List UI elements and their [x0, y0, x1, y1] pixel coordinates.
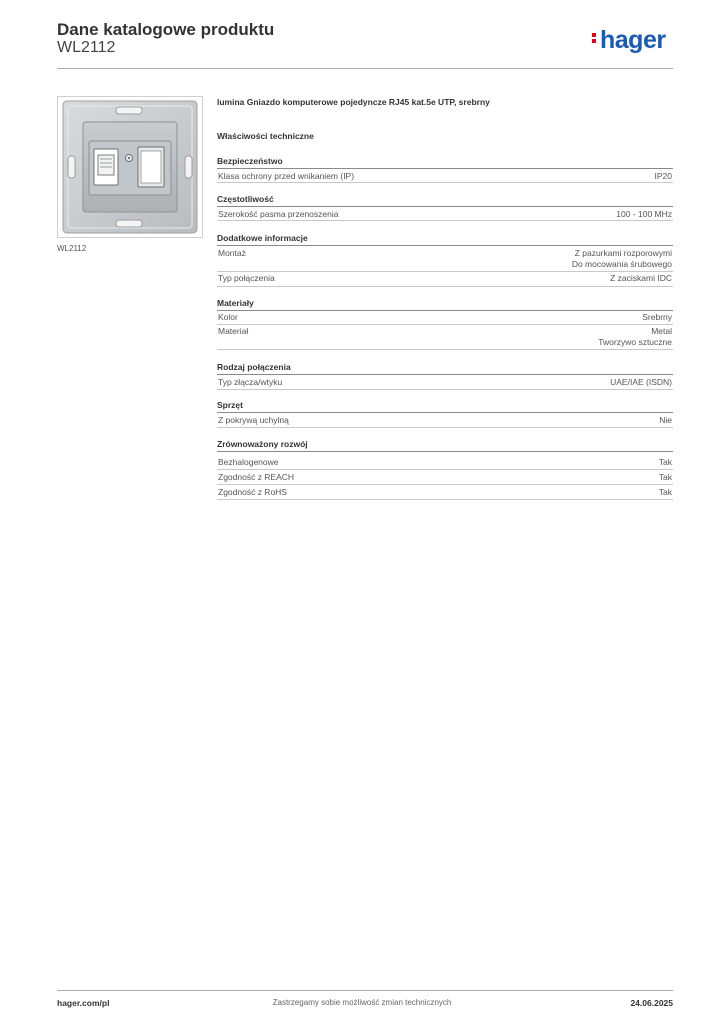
spec-value: 100 - 100 MHz	[616, 209, 672, 219]
spec-row: Szerokość pasma przenoszenia 100 - 100 M…	[217, 208, 673, 221]
spec-value-line: Metal	[651, 326, 672, 336]
group-header: Zrównoważony rozwój	[217, 438, 673, 452]
image-caption: WL2112	[57, 244, 87, 253]
section-title: Właściwości techniczne	[217, 131, 314, 141]
logo-dots-icon	[592, 31, 598, 45]
group-header: Rodzaj połączenia	[217, 361, 673, 375]
spec-value: Nie	[659, 415, 672, 425]
socket-illustration-icon	[62, 100, 198, 234]
spec-value: Metal Tworzywo sztuczne	[598, 326, 672, 348]
spec-row: Kolor Srebrny	[217, 311, 673, 325]
spec-label: Zgodność z REACH	[218, 472, 295, 482]
spec-row: Bezhalogenowe Tak	[217, 456, 673, 470]
spec-label: Z pokrywą uchylną	[218, 415, 289, 425]
spec-row: Z pokrywą uchylną Nie	[217, 414, 673, 428]
group-header: Sprzęt	[217, 399, 673, 413]
group-header: Materiały	[217, 297, 673, 311]
spec-row: Zgodność z REACH Tak	[217, 471, 673, 485]
spec-row: Zgodność z RoHS Tak	[217, 486, 673, 500]
spec-row: Klasa ochrony przed wnikaniem (IP) IP20	[217, 170, 673, 183]
spec-row: Typ złącza/wtyku UAE/IAE (ISDN)	[217, 376, 673, 390]
spec-label: Typ połączenia	[218, 273, 275, 283]
group-header: Bezpieczeństwo	[217, 155, 673, 169]
brand-logo: hager	[592, 25, 674, 55]
footer-date: 24.06.2025	[630, 998, 673, 1008]
spec-value-line: Tworzywo sztuczne	[598, 337, 672, 347]
spec-value: Tak	[658, 487, 672, 497]
header-divider	[57, 68, 673, 69]
product-code: WL2112	[57, 39, 116, 56]
spec-label: Zgodność z RoHS	[218, 487, 287, 497]
spec-row: Montaż Z pazurkami rozporowymi Do mocowa…	[217, 247, 673, 272]
spec-label: Montaż	[218, 248, 246, 258]
footer-disclaimer: Zastrzegamy sobie możliwość zmian techni…	[272, 998, 452, 1007]
spec-value-line: Do mocowania śrubowego	[571, 259, 672, 269]
spec-label: Materiał	[218, 326, 249, 336]
group-header: Częstotliwość	[217, 193, 673, 207]
spec-label: Bezhalogenowe	[218, 457, 279, 467]
spec-value: Tak	[658, 472, 672, 482]
spec-row: Materiał Metal Tworzywo sztuczne	[217, 325, 673, 350]
product-image	[57, 96, 203, 238]
spec-label: Typ złącza/wtyku	[218, 377, 283, 387]
page-title: Dane katalogowe produktu	[57, 20, 275, 39]
spec-value: UAE/IAE (ISDN)	[610, 377, 672, 387]
spec-value: Srebrny	[642, 312, 672, 322]
spec-label: Klasa ochrony przed wnikaniem (IP)	[218, 171, 355, 181]
product-title: lumina Gniazdo komputerowe pojedyncze RJ…	[217, 97, 490, 107]
group-header: Dodatkowe informacje	[217, 232, 673, 246]
footer-divider	[57, 990, 673, 991]
spec-label: Kolor	[218, 312, 238, 322]
spec-label: Szerokość pasma przenoszenia	[218, 209, 339, 219]
spec-row: Typ połączenia Z zaciskami IDC	[217, 272, 673, 287]
spec-value: Tak	[658, 457, 672, 467]
footer-website-link[interactable]: hager.com/pl	[57, 998, 110, 1008]
spec-value: IP20	[654, 171, 673, 181]
spec-value: Z pazurkami rozporowymi Do mocowania śru…	[572, 248, 672, 270]
spec-value: Z zaciskami IDC	[610, 273, 672, 283]
logo-text: hager	[600, 26, 666, 54]
spec-value-line: Z pazurkami rozporowymi	[574, 248, 672, 258]
